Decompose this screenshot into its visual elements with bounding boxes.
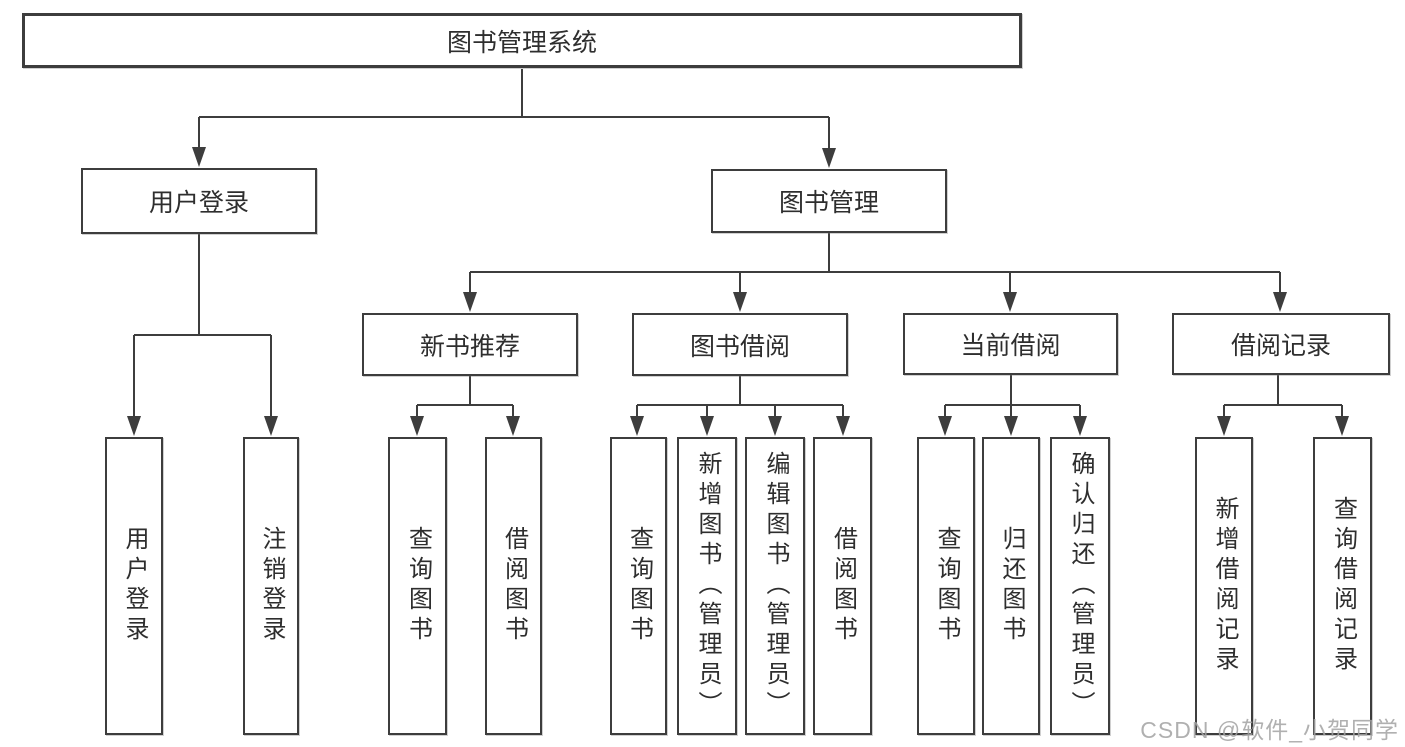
leaf-add-borrow-record: 新增借阅记录	[1195, 437, 1253, 735]
leaf-borrow-book-label: 借阅图书	[829, 526, 857, 646]
leaf-borrow-book-recommend: 借阅图书	[485, 437, 542, 735]
leaf-add-book-admin: 新增图书（管理员）	[677, 437, 737, 735]
leaf-query-book-borrowing: 查询图书	[610, 437, 667, 735]
leaf-query-book-recommend: 查询图书	[388, 437, 447, 735]
leaf-query-book-current: 查询图书	[917, 437, 975, 735]
leaf-logout-label: 注销登录	[258, 526, 285, 646]
leaf-add-book-admin-label: 新增图书（管理员）	[694, 451, 721, 721]
leaf-query-book-borrowing-label: 查询图书	[625, 526, 653, 646]
leaf-borrow-book: 借阅图书	[813, 437, 872, 735]
node-user-login: 用户登录	[81, 168, 317, 234]
leaf-query-book-current-label: 查询图书	[933, 526, 960, 646]
leaf-query-book-recommend-label: 查询图书	[404, 526, 432, 646]
node-current-borrowing: 当前借阅	[903, 313, 1118, 375]
leaf-edit-book-admin: 编辑图书（管理员）	[745, 437, 805, 735]
csdn-watermark: CSDN @软件_小贺同学	[1140, 717, 1399, 743]
leaf-user-login-label: 用户登录	[121, 526, 148, 646]
leaf-query-borrow-record-label: 查询借阅记录	[1329, 496, 1357, 676]
node-borrow-records: 借阅记录	[1172, 313, 1390, 375]
leaf-user-login: 用户登录	[105, 437, 163, 735]
leaf-query-borrow-record: 查询借阅记录	[1313, 437, 1372, 735]
leaf-add-borrow-record-label: 新增借阅记录	[1211, 496, 1238, 676]
leaf-return-book-label: 归还图书	[998, 526, 1025, 646]
leaf-return-book: 归还图书	[982, 437, 1040, 735]
leaf-confirm-return-admin-label: 确认归还（管理员）	[1067, 451, 1094, 721]
node-system-root: 图书管理系统	[22, 13, 1022, 68]
node-book-management: 图书管理	[711, 169, 947, 233]
node-new-book-recommend: 新书推荐	[362, 313, 578, 376]
leaf-borrow-book-recommend-label: 借阅图书	[500, 526, 528, 646]
leaf-logout: 注销登录	[243, 437, 299, 735]
leaf-confirm-return-admin: 确认归还（管理员）	[1050, 437, 1110, 735]
leaf-edit-book-admin-label: 编辑图书（管理员）	[762, 451, 789, 721]
node-book-borrowing: 图书借阅	[632, 313, 848, 376]
